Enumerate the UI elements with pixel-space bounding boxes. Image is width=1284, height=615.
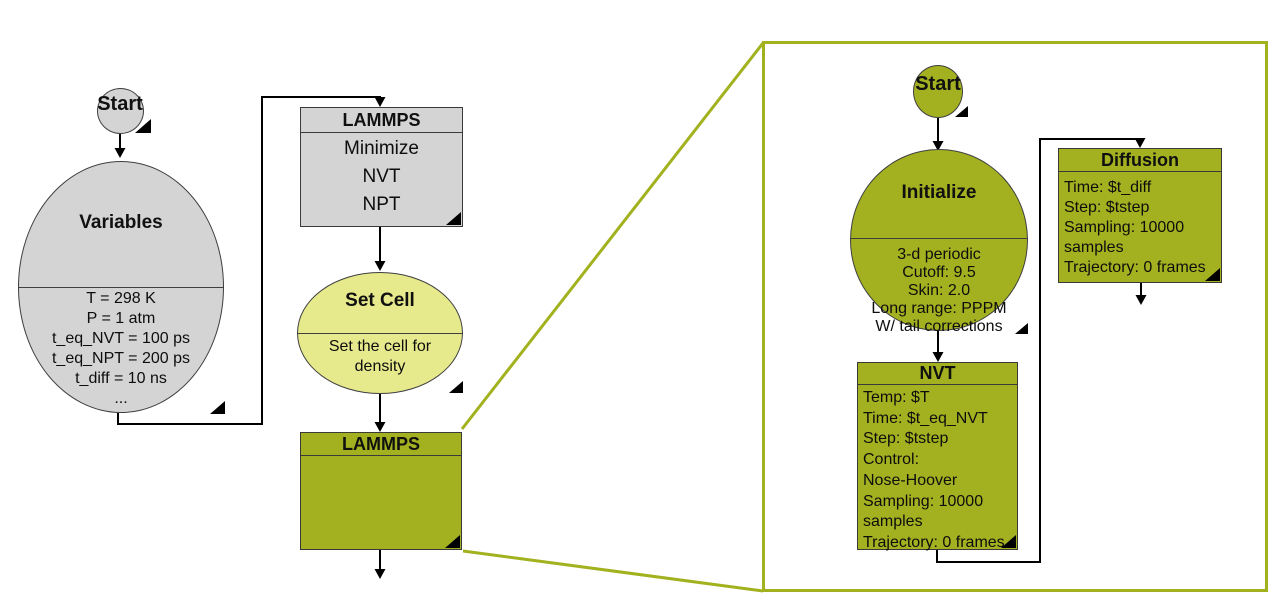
nvt-line: samples	[863, 513, 923, 531]
initialize-line: Cutoff: 9.5	[902, 264, 976, 281]
node-lammps-top: LAMMPS Minimize NVT NPT	[300, 107, 463, 227]
node-nvt-body: Temp: $T Time: $t_eq_NVT Step: $tstep Co…	[858, 385, 1017, 554]
corner-marker-icon	[955, 106, 968, 117]
corner-marker-icon	[1015, 323, 1028, 334]
initialize-line: Long range: PPPM	[871, 300, 1007, 317]
corner-marker-icon	[449, 381, 463, 393]
diffusion-line: Step: $tstep	[1064, 199, 1150, 216]
nvt-line: Nose-Hoover	[863, 471, 958, 489]
set-cell-line: density	[354, 358, 406, 375]
zoom-callout-line-bottom	[462, 549, 764, 593]
node-lammps-bottom: LAMMPS	[300, 432, 462, 550]
node-diffusion-title: Diffusion	[1059, 149, 1221, 172]
node-variables: Variables T = 298 K P = 1 atm t_eq_NVT =…	[18, 161, 224, 413]
divider	[851, 238, 1027, 239]
divider	[19, 287, 223, 288]
nvt-line: Control:	[863, 451, 920, 469]
corner-marker-icon	[1205, 268, 1220, 281]
corner-marker-icon	[1001, 535, 1016, 548]
arrowhead-variables-to-lammps-top	[374, 97, 386, 107]
variables-line: P = 1 atm	[86, 310, 156, 327]
arrowhead-start-to-variables	[114, 148, 126, 158]
initialize-line: W/ tail corrections	[875, 318, 1003, 335]
initialize-line: Skin: 2.0	[907, 282, 971, 299]
corner-marker-icon	[210, 401, 225, 414]
corner-marker-icon	[445, 535, 460, 548]
node-initialize-title: Initialize	[901, 182, 977, 203]
variables-line: t_eq_NPT = 200 ps	[51, 350, 191, 367]
node-initialize-body: 3-d periodic Cutoff: 9.5 Skin: 2.0 Long …	[834, 246, 1044, 336]
lammps-step: Minimize	[344, 138, 419, 159]
variables-line: T = 298 K	[86, 290, 156, 307]
nvt-line: Sampling: 10000	[863, 492, 984, 510]
arrowhead-lammps-bottom-out	[374, 569, 386, 579]
initialize-line: 3-d periodic	[897, 246, 981, 263]
node-lammps-top-title: LAMMPS	[301, 108, 462, 133]
node-start-detail	[913, 65, 963, 118]
variables-line: ...	[114, 390, 128, 407]
lammps-step: NPT	[362, 194, 401, 215]
node-initialize: Initialize	[850, 149, 1028, 331]
corner-marker-icon	[446, 212, 461, 225]
node-variables-title: Variables	[79, 212, 163, 233]
variables-line: t_diff = 10 ns	[75, 370, 167, 387]
nvt-line: Temp: $T	[863, 389, 930, 406]
node-set-cell-title: Set Cell	[345, 290, 415, 311]
corner-marker-icon	[135, 119, 151, 133]
node-start-detail-label: Start	[915, 73, 961, 95]
node-lammps-top-body: Minimize NVT NPT	[301, 133, 462, 219]
zoom-callout-line-top	[460, 42, 765, 430]
lammps-step: NVT	[362, 166, 401, 187]
diffusion-line: samples	[1064, 239, 1124, 256]
zoom-detail-rectangle	[762, 41, 1268, 592]
nvt-line: Time: $t_eq_NVT	[863, 409, 988, 427]
divider	[298, 333, 462, 334]
node-diffusion: Diffusion Time: $t_diff Step: $tstep Sam…	[1058, 148, 1222, 283]
arrowhead-lammps-top-to-set-cell	[374, 261, 386, 271]
set-cell-line: Set the cell for	[328, 338, 432, 355]
arrowhead-set-cell-to-lammps-bottom	[374, 422, 386, 432]
node-set-cell: Set Cell Set the cell for density	[297, 272, 463, 394]
node-nvt: NVT Temp: $T Time: $t_eq_NVT Step: $tste…	[857, 362, 1018, 551]
variables-line: t_eq_NVT = 100 ps	[51, 330, 191, 347]
nvt-line: Trajectory: 0 frames	[863, 533, 1005, 551]
node-variables-body: T = 298 K P = 1 atm t_eq_NVT = 100 ps t_…	[19, 289, 223, 409]
node-diffusion-body: Time: $t_diff Step: $tstep Sampling: 100…	[1059, 172, 1221, 278]
diffusion-line: Trajectory: 0 frames	[1064, 259, 1206, 276]
node-lammps-bottom-title: LAMMPS	[301, 433, 461, 456]
diffusion-line: Sampling: 10000	[1064, 219, 1185, 236]
diffusion-line: Time: $t_diff	[1064, 179, 1152, 196]
nvt-line: Step: $tstep	[863, 430, 949, 448]
node-nvt-title: NVT	[858, 363, 1017, 385]
node-start	[97, 88, 144, 134]
node-start-label: Start	[97, 93, 143, 115]
node-set-cell-body: Set the cell for density	[298, 337, 462, 377]
